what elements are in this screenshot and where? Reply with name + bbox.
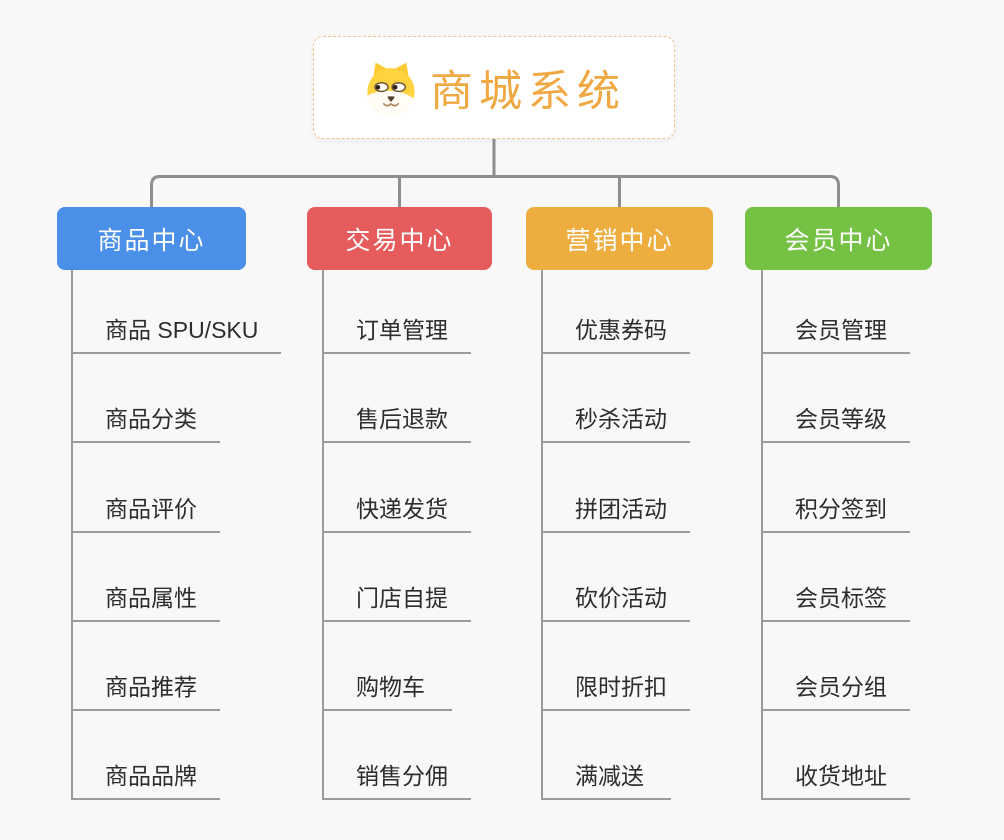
branch-children-marketing-center: 优惠券码 秒杀活动 拼团活动 砍价活动 限时折扣 满减送 [541,265,690,801]
child-topic[interactable]: 积分签到 [761,443,910,533]
branch-label: 商品中心 [97,226,206,255]
branch-topic-trade-center[interactable]: 交易中心 [307,207,492,270]
branch-spine-line [71,270,73,800]
branch-topic-marketing-center[interactable]: 营销中心 [526,207,713,270]
child-topic[interactable]: 商品推荐 [71,622,220,711]
child-topic[interactable]: 限时折扣 [541,622,690,711]
branch-children-member-center: 会员管理 会员等级 积分签到 会员标签 会员分组 收货地址 [761,265,910,801]
child-topic[interactable]: 秒杀活动 [541,354,690,444]
child-topic[interactable]: 订单管理 [322,265,471,355]
branch-spine-line [541,270,543,800]
child-topic[interactable]: 拼团活动 [541,443,690,533]
child-topic[interactable]: 销售分佣 [322,711,471,801]
branch-spine-line [322,270,324,800]
dog-face-icon [367,62,415,115]
child-topic[interactable]: 会员标签 [761,533,910,622]
child-topic[interactable]: 商品品牌 [71,711,220,801]
branch-label: 会员中心 [784,226,893,255]
child-topic[interactable]: 门店自提 [322,533,471,622]
child-topic[interactable]: 会员等级 [761,354,910,444]
child-topic[interactable]: 会员管理 [761,265,910,355]
child-topic[interactable]: 会员分组 [761,622,910,711]
child-topic[interactable]: 商品评价 [71,443,220,533]
root-topic-title: 商城系统 [430,67,626,116]
branch-children-product-center: 商品 SPU/SKU 商品分类 商品评价 商品属性 商品推荐 商品品牌 [71,265,282,801]
branch-topic-member-center[interactable]: 会员中心 [745,207,932,270]
child-topic[interactable]: 售后退款 [322,354,471,444]
branch-label: 交易中心 [345,226,454,255]
child-topic[interactable]: 购物车 [322,622,452,711]
child-topic[interactable]: 商品属性 [71,533,220,622]
child-topic[interactable]: 商品 SPU/SKU [71,265,282,355]
child-topic[interactable]: 满减送 [541,711,671,801]
branch-topic-product-center[interactable]: 商品中心 [57,207,246,270]
child-topic[interactable]: 快递发货 [322,443,471,533]
child-topic[interactable]: 砍价活动 [541,533,690,622]
child-topic[interactable]: 商品分类 [71,354,220,444]
branch-spine-line [761,270,763,800]
branch-label: 营销中心 [565,226,674,255]
child-topic[interactable]: 优惠券码 [541,265,690,355]
branch-children-trade-center: 订单管理 售后退款 快递发货 门店自提 购物车 销售分佣 [322,265,471,801]
child-topic[interactable]: 收货地址 [761,711,910,801]
root-topic[interactable]: 商城系统 [313,36,675,139]
